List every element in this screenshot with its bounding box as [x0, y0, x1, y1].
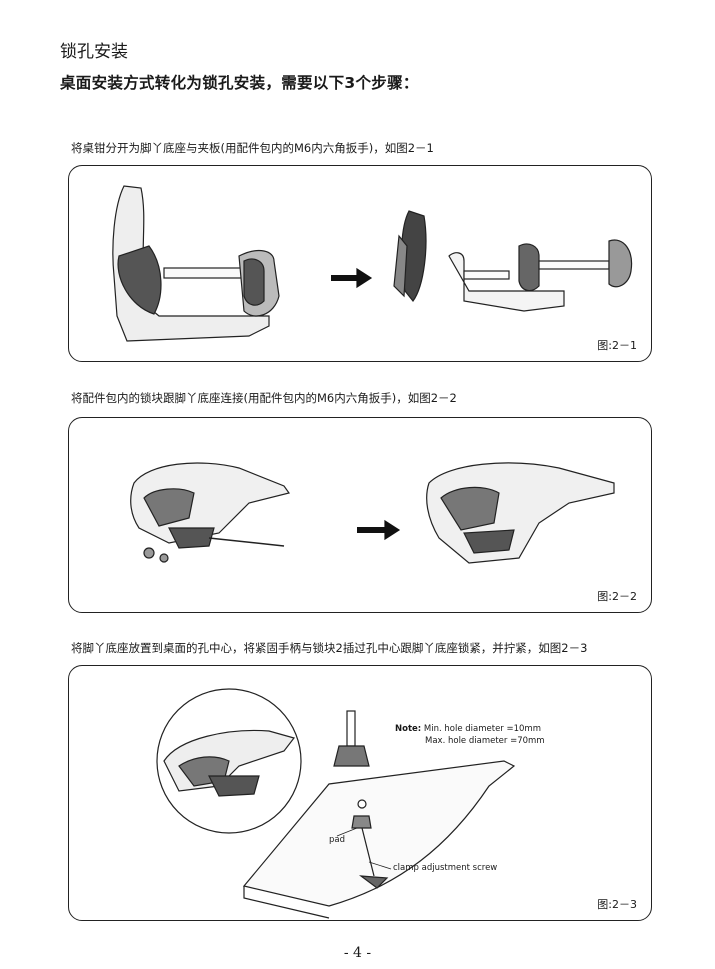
- page-number: - 4 -: [343, 945, 372, 961]
- figure-2-3-illustration: [156, 688, 516, 919]
- figure-2-2-illustration: [130, 462, 615, 564]
- step-2-caption: 将配件包内的锁块跟脚丫底座连接(用配件包内的M6内六角扳手)，如图2－2: [71, 391, 457, 405]
- screw-label: clamp adjustment screw: [393, 863, 498, 873]
- figure-2-2-label: 图:2－2: [597, 590, 637, 603]
- pad-label: pad: [329, 835, 345, 845]
- figure-2-2-panel: 图:2－2: [68, 417, 652, 613]
- step-1-caption: 将桌钳分开为脚丫底座与夹板(用配件包内的M6内六角扳手)，如图2－1: [71, 141, 434, 155]
- note-min-text: Min. hole diameter =10mm: [423, 724, 541, 734]
- note-min: Note: Min. hole diameter =10mm: [395, 724, 541, 734]
- intro-text: 桌面安装方式转化为锁孔安装，需要以下3个步骤：: [60, 74, 419, 92]
- figure-2-1-illustration: [112, 185, 633, 342]
- note-max-text: Max. hole diameter =70mm: [425, 736, 545, 746]
- note-label: Note:: [395, 724, 422, 734]
- figure-2-1-panel: 图:2－1: [68, 165, 652, 362]
- step-3-caption: 将脚丫底座放置到桌面的孔中心，将紧固手柄与锁块2插过孔中心跟脚丫底座锁紧，并拧紧…: [71, 641, 588, 655]
- figure-2-1-label: 图:2－1: [597, 339, 637, 352]
- figure-2-3-panel: Note: Min. hole diameter =10mm Max. hole…: [68, 665, 652, 921]
- figure-2-3-label: 图:2－3: [597, 898, 637, 911]
- section-title: 锁孔安装: [60, 42, 128, 62]
